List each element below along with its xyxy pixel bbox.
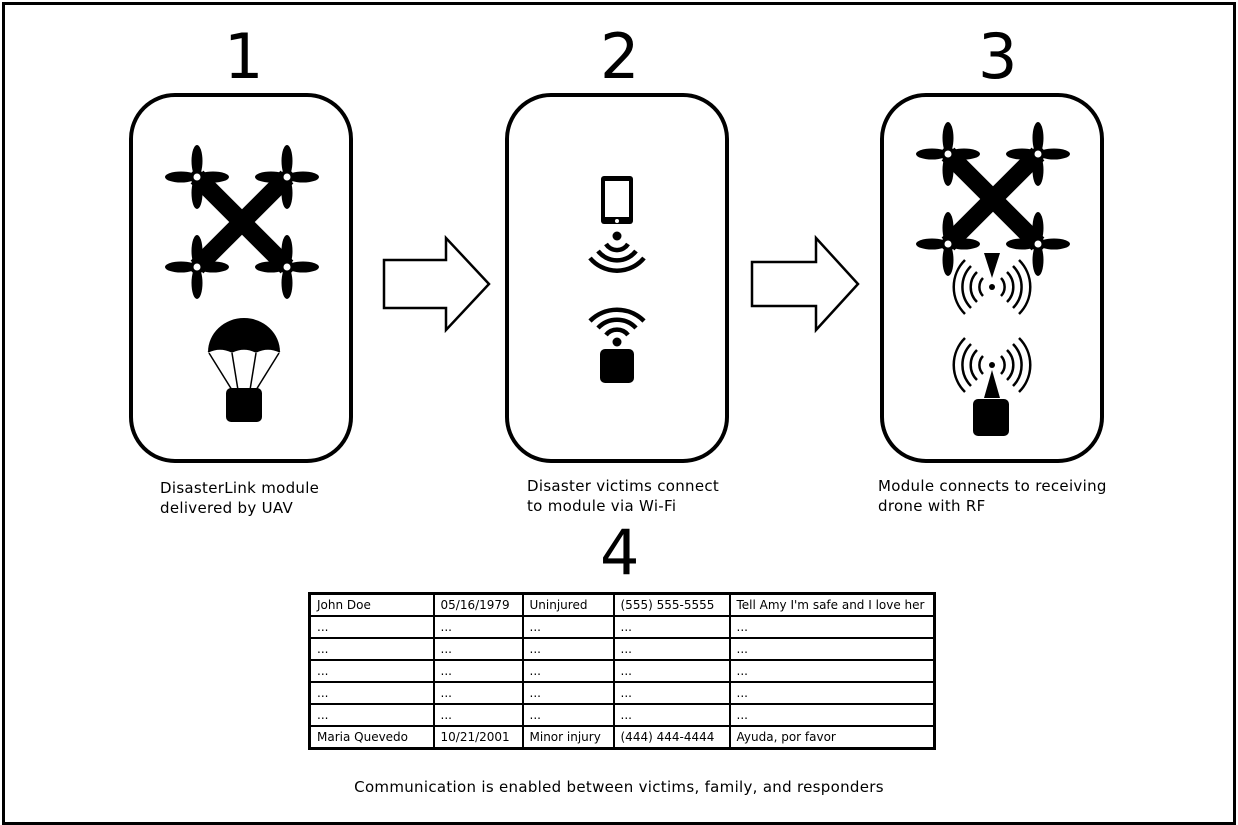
status-cell: ... <box>521 681 615 705</box>
status-cell: ... <box>521 703 615 727</box>
dob-cell: 05/16/1979 <box>432 592 524 617</box>
step-1-box <box>129 93 353 463</box>
phone-cell: ... <box>612 659 731 683</box>
dob-cell: 10/21/2001 <box>432 725 524 750</box>
step-2-box <box>505 93 729 463</box>
right-arrow-icon <box>382 234 491 334</box>
status-cell: ... <box>521 615 615 639</box>
step-number-1: 1 <box>224 20 264 93</box>
table-row: ............... <box>308 637 936 661</box>
step-number-3: 3 <box>978 20 1018 93</box>
phone-cell: ... <box>612 615 731 639</box>
caption-line: to module via Wi-Fi <box>527 497 677 515</box>
dob-cell: ... <box>432 703 524 727</box>
message-cell: Ayuda, por favor <box>728 725 936 750</box>
name-cell: ... <box>308 637 435 661</box>
dob-cell: ... <box>432 659 524 683</box>
name-cell: Maria Quevedo <box>308 725 435 750</box>
dob-cell: ... <box>432 615 524 639</box>
rf-signal-icon <box>952 336 1032 398</box>
rf-signal-icon <box>952 253 1032 316</box>
name-cell: John Doe <box>308 592 435 617</box>
module-icon <box>226 388 262 422</box>
caption-line: Disaster victims connect <box>527 477 720 495</box>
name-cell: ... <box>308 703 435 727</box>
smartphone-icon <box>601 176 633 224</box>
table-row: ............... <box>308 659 936 683</box>
step-1-caption: DisasterLink module delivered by UAV <box>160 478 319 518</box>
step-3-caption: Module connects to receiving drone with … <box>878 476 1107 516</box>
phone-cell: ... <box>612 703 731 727</box>
table-row: ............... <box>308 615 936 639</box>
name-cell: ... <box>308 615 435 639</box>
right-arrow-icon <box>750 234 860 334</box>
dob-cell: ... <box>432 637 524 661</box>
caption-line: delivered by UAV <box>160 499 294 517</box>
phone-cell: (555) 555-5555 <box>612 592 731 617</box>
phone-cell: ... <box>612 681 731 705</box>
parachute-icon <box>207 318 281 391</box>
footer-caption: Communication is enabled between victims… <box>354 778 884 796</box>
message-cell: ... <box>728 681 936 705</box>
message-cell: Tell Amy I'm safe and I love her <box>728 592 936 617</box>
step-2-caption: Disaster victims connect to module via W… <box>527 476 719 516</box>
status-cell: Minor injury <box>521 725 615 750</box>
table-row: ............... <box>308 681 936 705</box>
status-cell: ... <box>521 637 615 661</box>
caption-line: drone with RF <box>878 497 986 515</box>
status-cell: Uninjured <box>521 592 615 617</box>
message-cell: ... <box>728 615 936 639</box>
status-cell: ... <box>521 659 615 683</box>
module-icon <box>600 349 634 383</box>
step-number-4: 4 <box>600 516 640 589</box>
caption-line: DisasterLink module <box>160 479 320 497</box>
message-cell: ... <box>728 703 936 727</box>
drone-icon <box>916 122 1070 276</box>
message-cell: ... <box>728 659 936 683</box>
phone-cell: (444) 444-4444 <box>612 725 731 750</box>
caption-line: Module connects to receiving <box>878 477 1107 495</box>
module-icon <box>973 399 1009 436</box>
dob-cell: ... <box>432 681 524 705</box>
drone-icon <box>165 145 319 299</box>
wifi-signal-icon <box>588 231 646 273</box>
step-number-2: 2 <box>600 20 640 93</box>
name-cell: ... <box>308 681 435 705</box>
phone-cell: ... <box>612 637 731 661</box>
wifi-icon <box>588 307 646 347</box>
table-row: ............... <box>308 703 936 727</box>
name-cell: ... <box>308 659 435 683</box>
message-cell: ... <box>728 637 936 661</box>
